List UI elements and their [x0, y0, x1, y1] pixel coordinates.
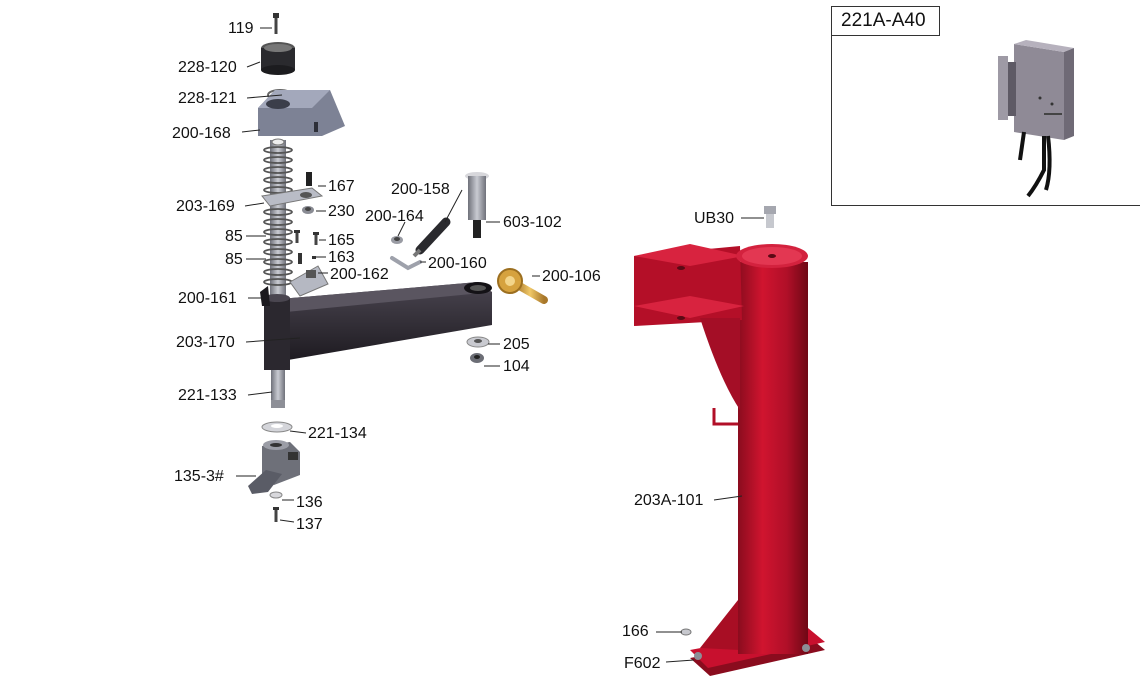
nut-230 — [302, 206, 314, 214]
shaft-221-133 — [271, 370, 285, 408]
screw-163 — [298, 253, 316, 264]
nut-104 — [470, 353, 484, 363]
label-137: 137 — [296, 516, 323, 533]
label-85-upper: 85 — [225, 228, 243, 245]
label-228-120: 228-120 — [178, 59, 237, 76]
label-203-170: 203-170 — [176, 334, 235, 351]
nut-205 — [466, 336, 490, 348]
arm-203-170 — [268, 282, 492, 360]
label-200-160: 200-160 — [428, 255, 487, 272]
nut-200-164 — [391, 236, 403, 244]
inset-frame — [831, 6, 1140, 206]
label-136: 136 — [296, 494, 323, 511]
label-200-158: 200-158 — [391, 181, 450, 198]
label-200-161: 200-161 — [178, 290, 237, 307]
handle-200-158 — [412, 217, 451, 258]
brass-knob-200-106 — [497, 268, 548, 304]
column-sleeve — [260, 286, 290, 370]
bolt-UB30 — [764, 206, 776, 228]
label-165: 165 — [328, 232, 355, 249]
bracket-203-169 — [261, 187, 324, 207]
inset-title-tab — [831, 6, 940, 36]
label-119: 119 — [228, 20, 254, 37]
shaft-spring — [263, 138, 293, 305]
label-166: 166 — [622, 623, 649, 640]
screw-119 — [273, 13, 279, 34]
label-203-169: 203-169 — [176, 198, 235, 215]
label-603-102: 603-102 — [503, 214, 562, 231]
tool-head-135-3 — [248, 440, 300, 494]
label-135-3: 135-3# — [174, 468, 224, 485]
clamp-200-162 — [289, 265, 329, 297]
lever-200-160 — [390, 256, 422, 271]
label-221-134: 221-134 — [308, 425, 367, 442]
cap-200-168 — [258, 90, 345, 136]
pin-167 — [306, 172, 312, 186]
label-85-lower: 85 — [225, 251, 243, 268]
label-200-106: 200-106 — [542, 268, 601, 285]
label-200-162: 200-162 — [330, 266, 389, 283]
label-167: 167 — [328, 178, 355, 195]
label-228-121: 228-121 — [178, 90, 237, 107]
inset-title: 221A-A40 — [841, 10, 926, 31]
label-200-164: 200-164 — [365, 208, 424, 225]
label-230: 230 — [328, 203, 355, 220]
knob-228-120 — [261, 42, 295, 75]
label-203A-101: 203A-101 — [634, 492, 704, 509]
label-UB30: UB30 — [694, 210, 735, 227]
label-221-133: 221-133 — [178, 387, 237, 404]
leader-lines — [236, 27, 764, 663]
inset-device-221A-A40 — [998, 40, 1074, 198]
label-104: 104 — [503, 358, 530, 375]
washer-221-134 — [261, 421, 293, 433]
washer-136 — [269, 491, 283, 499]
column-203A-101 — [634, 244, 825, 676]
label-163: 163 — [328, 249, 355, 266]
label-205: 205 — [503, 336, 530, 353]
label-200-168: 200-168 — [172, 125, 231, 142]
label-F602: F602 — [624, 655, 661, 672]
screw-165 — [294, 230, 319, 245]
screw-137 — [273, 507, 279, 522]
pin-603-102 — [465, 172, 489, 238]
washer-166 — [680, 628, 692, 636]
